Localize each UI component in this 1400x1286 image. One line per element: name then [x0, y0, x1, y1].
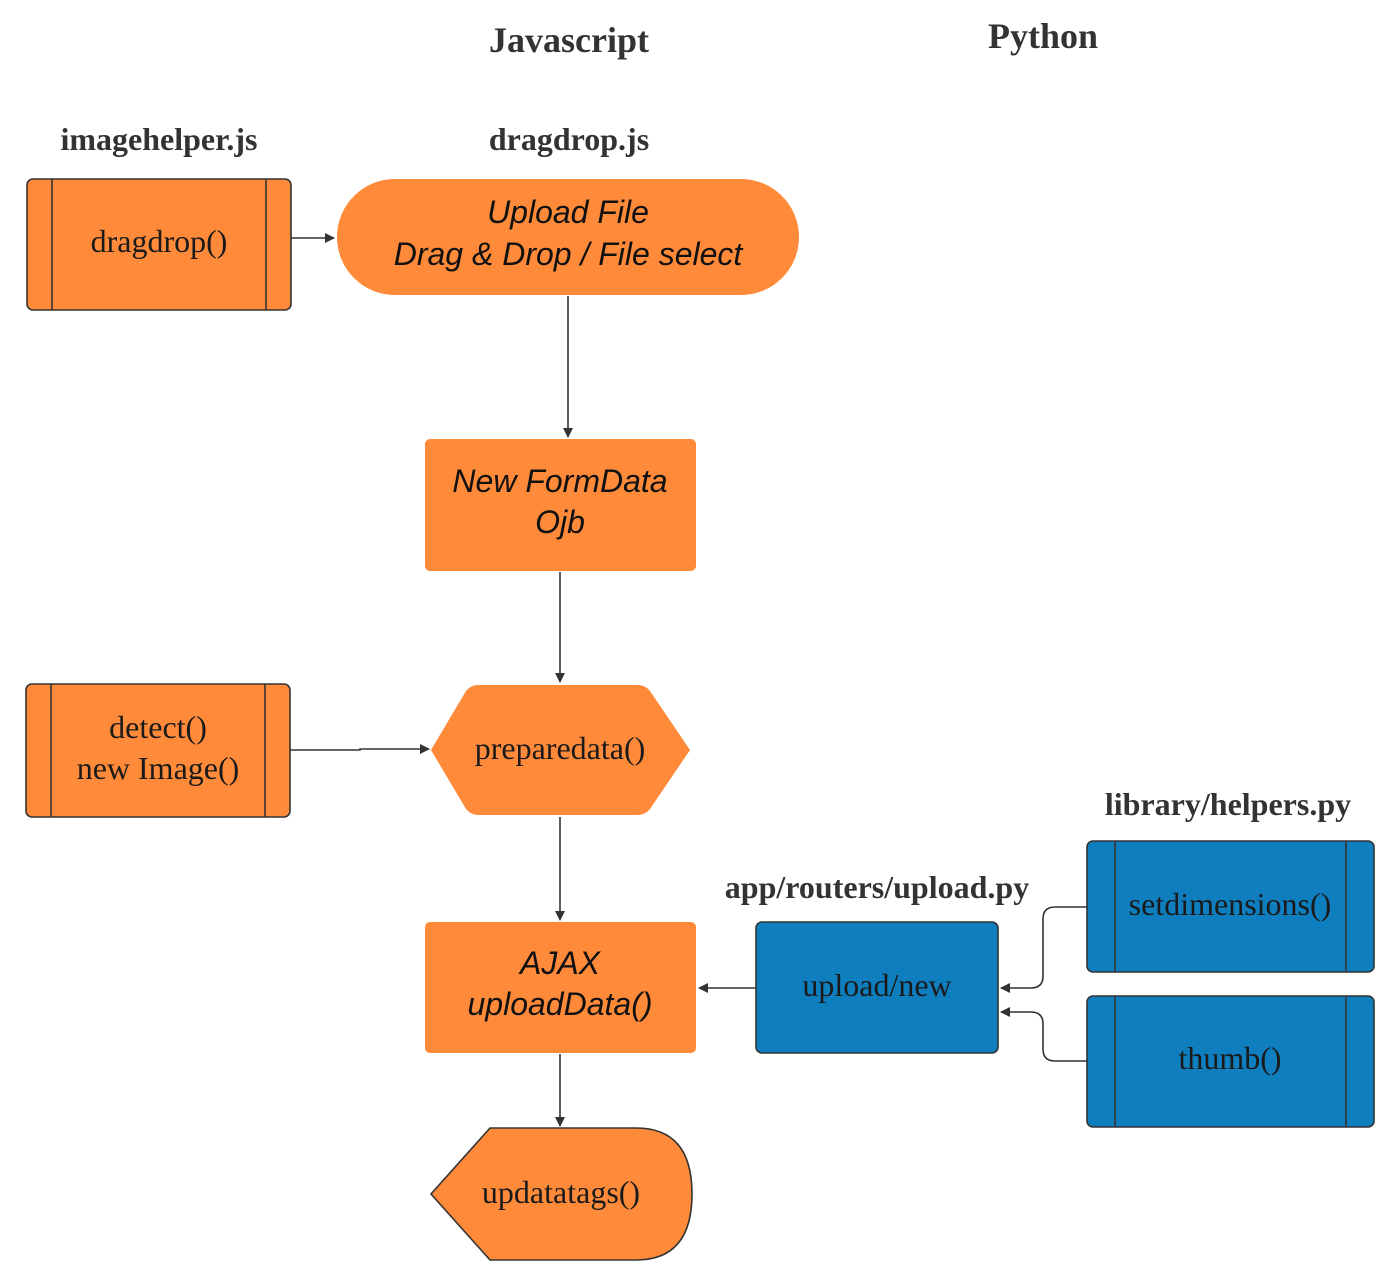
node-dragdrop-function: dragdrop() — [26, 178, 292, 311]
node-thumb: thumb() — [1086, 995, 1375, 1128]
node-new-formdata: New FormData Ojb — [425, 439, 696, 571]
edge-setdimensions-to-uploadnew — [1000, 906, 1087, 993]
preparedata-label: preparedata() — [475, 730, 646, 766]
node-detect-function: detect() new Image() — [25, 683, 291, 818]
ajax-label-1: AJAX — [518, 945, 602, 981]
node-updatatags: updatatags() — [429, 1127, 693, 1261]
header-helpers: library/helpers.py — [1105, 786, 1351, 822]
updatatags-label: updatatags() — [482, 1174, 640, 1210]
node-setdimensions: setdimensions() — [1086, 840, 1375, 973]
node-preparedata: preparedata() — [431, 685, 690, 815]
edge-detect-to-preparedata — [290, 744, 430, 754]
thumb-label: thumb() — [1178, 1040, 1281, 1076]
setdimensions-label: setdimensions() — [1129, 886, 1332, 922]
header-javascript: Javascript — [489, 20, 649, 60]
formdata-label-2: Ojb — [535, 504, 585, 540]
node-upload-new: upload/new — [755, 921, 999, 1054]
header-python: Python — [988, 16, 1098, 56]
detect-label-1: detect() — [109, 709, 207, 745]
node-upload-file: Upload File Drag & Drop / File select — [337, 179, 799, 295]
detect-label-2: new Image() — [77, 750, 240, 786]
edge-thumb-to-uploadnew — [1000, 1007, 1087, 1062]
dragdrop-function-label: dragdrop() — [91, 223, 228, 259]
ajax-label-2: uploadData() — [468, 986, 653, 1022]
header-imagehelper: imagehelper.js — [60, 121, 257, 157]
formdata-label-1: New FormData — [452, 463, 667, 499]
header-routers: app/routers/upload.py — [725, 869, 1029, 905]
upload-file-label-1: Upload File — [487, 194, 649, 230]
upload-new-label: upload/new — [802, 967, 951, 1003]
node-ajax: AJAX uploadData() — [425, 922, 696, 1053]
upload-file-label-2: Drag & Drop / File select — [394, 236, 744, 272]
header-dragdrop: dragdrop.js — [489, 121, 649, 157]
